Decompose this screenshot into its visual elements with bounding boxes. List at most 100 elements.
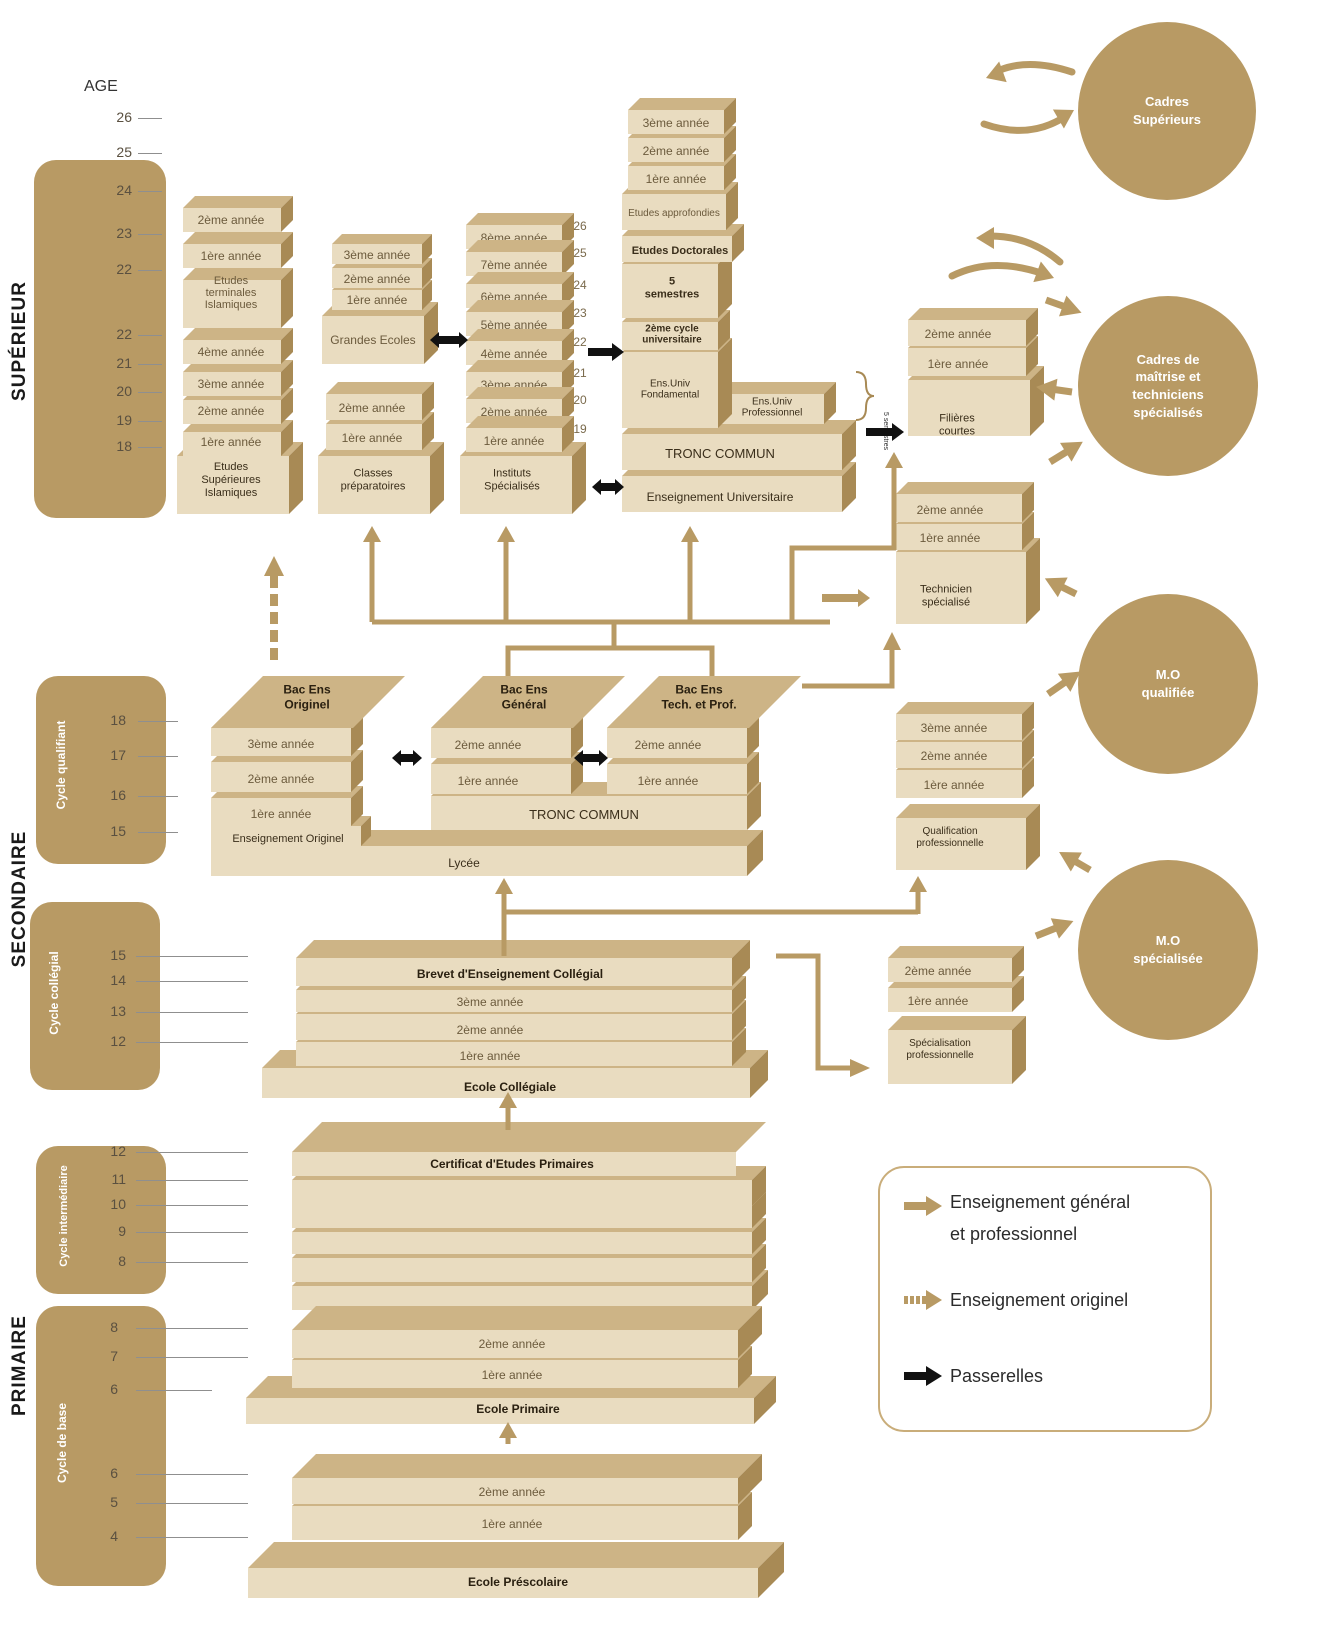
age-tick-qualifiant: 17 — [110, 747, 126, 763]
universitaire-base-side — [842, 462, 856, 512]
age-tick-superieur: 19 — [116, 412, 132, 428]
technicien-year-label: 2ème année — [917, 503, 984, 517]
qualification-year — [896, 742, 1022, 768]
passerelle-univ-filieres — [866, 423, 904, 441]
filieres-year-side — [1026, 308, 1038, 346]
cadres-maitrise-label: Cadres de maîtrise et techniciens spécia… — [1132, 351, 1204, 420]
bac-originel-year-label: 3ème année — [248, 737, 315, 751]
arrow-to-univ-head — [681, 526, 699, 542]
age-tick-base: 6 — [110, 1381, 118, 1397]
age-tick-line — [136, 1205, 248, 1206]
islamiques-year-side — [281, 388, 293, 424]
arrow-to-instituts-head — [497, 526, 515, 542]
primaire-year — [292, 1232, 752, 1254]
grandes-ecoles-base-side — [424, 302, 438, 364]
ep-year — [292, 1360, 738, 1388]
specialisation-year — [888, 958, 1012, 982]
arrow-to-technicien — [822, 589, 870, 607]
doct-year — [628, 138, 724, 162]
brevet-side — [732, 940, 750, 986]
instituts-year — [466, 428, 562, 452]
bac-originel-top — [211, 676, 405, 728]
doct-year — [628, 110, 724, 134]
age-tick-superieur: 20 — [116, 383, 132, 399]
circle-cadres-superieurs: Cadres Supérieurs — [1078, 22, 1256, 200]
islamiques-year — [183, 372, 281, 396]
filieres-base-side — [1030, 366, 1044, 436]
age-tick-line — [138, 721, 178, 722]
age-tick-line — [138, 832, 178, 833]
doct-year-label: 3ème année — [643, 116, 710, 130]
arrow-to-technicien-v — [789, 545, 896, 622]
lycee — [211, 846, 747, 876]
arrow-bac-tech-to-tech-head — [883, 632, 901, 650]
bac-general-top — [431, 676, 625, 728]
ep-year — [292, 1330, 738, 1358]
age-tick-intermediaire: 10 — [110, 1196, 126, 1212]
age-tick-collegial: 15 — [110, 947, 126, 963]
islamiques-year-top — [183, 268, 293, 280]
doctorales-label: Etudes Doctorales — [632, 245, 729, 257]
age-tick-line — [138, 234, 162, 235]
qualification-base — [896, 818, 1026, 870]
age-tick-line — [136, 1262, 248, 1263]
doct-year-side — [724, 98, 736, 134]
bac-tech-year-label: 1ère année — [638, 774, 699, 788]
technicien-year-side — [1022, 512, 1034, 550]
bac-tech-top — [607, 676, 801, 728]
ge-year-label: 3ème année — [344, 248, 411, 262]
pre-year-side — [738, 1454, 762, 1504]
doct-year-top — [628, 98, 736, 110]
cep-side — [752, 1166, 766, 1206]
ep-year-side — [738, 1306, 762, 1358]
doctorales — [622, 236, 732, 262]
technicien-year-side — [1022, 482, 1034, 522]
pre-year-label: 2ème année — [479, 1485, 546, 1499]
islamiques-year-side — [281, 328, 293, 364]
age-tick-line — [136, 1232, 248, 1233]
college-year — [296, 990, 732, 1012]
cep — [292, 1180, 752, 1206]
age-tick-line — [138, 796, 178, 797]
age-tick-base: 4 — [110, 1528, 118, 1544]
islamiques-year-side — [281, 360, 293, 396]
technicien-year — [896, 524, 1022, 550]
prepa-year — [326, 424, 422, 450]
age-tick-base: 8 — [110, 1319, 118, 1335]
age-tick-collegial: 13 — [110, 1003, 126, 1019]
specialisation-year — [888, 988, 1012, 1012]
legend-passerelles-label: Passerelles — [950, 1366, 1044, 1386]
cep-top — [292, 1122, 766, 1152]
originel-dash — [270, 594, 278, 606]
ep-year-label: 2ème année — [479, 1337, 546, 1351]
filieres-year-side — [1026, 336, 1038, 376]
qualification-base-top — [896, 804, 1040, 818]
ge-year-label: 2ème année — [344, 272, 411, 286]
qualification-year-label: 3ème année — [921, 721, 988, 735]
technicien-base-side — [1026, 538, 1040, 624]
bac-originel-year-side — [351, 750, 363, 792]
college-year-label: 3ème année — [457, 995, 524, 1009]
enseignement-originel-side — [361, 816, 371, 846]
islamiques-year — [183, 340, 281, 364]
legend-general-line2: et professionnel — [950, 1224, 1078, 1244]
primaire-year — [292, 1206, 752, 1228]
islamiques-year — [183, 400, 281, 424]
legend-general-line1: Enseignement général — [950, 1192, 1131, 1212]
tronc-commun-univ-label: TRONC COMMUN — [665, 446, 775, 461]
curve-filieres-1 — [986, 232, 1064, 266]
age-tick-line — [136, 1474, 248, 1475]
instituts-year-top — [466, 240, 574, 252]
technicien-year-top — [896, 482, 1034, 494]
curve-cadres-in-head — [1052, 109, 1074, 129]
ens-univ-pro-side — [824, 382, 836, 424]
bac-tech-year — [607, 764, 747, 794]
tronc-commun-lycee-label: TRONC COMMUN — [529, 807, 639, 822]
passerelle-instituts-univ — [592, 479, 624, 495]
pre-year — [292, 1478, 738, 1504]
curve-cadres-out-head — [986, 61, 1007, 83]
